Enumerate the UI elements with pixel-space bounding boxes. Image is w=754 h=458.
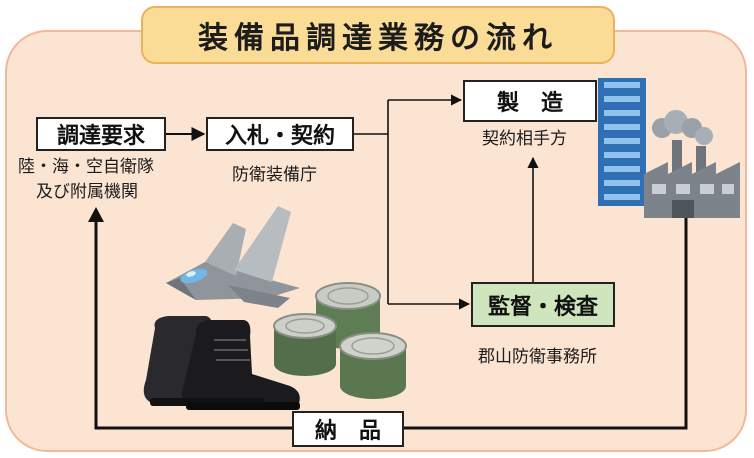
office-building-icon: [598, 78, 646, 206]
inspection-label: 監督・検査: [487, 294, 598, 320]
delivery-box: 納 品: [292, 411, 404, 447]
inspection-caption: 郡山防衛事務所: [478, 347, 597, 367]
ration-cans-icon: [273, 282, 407, 399]
delivery-label: 納 品: [314, 419, 381, 444]
inspection-box: 監督・検査: [471, 282, 615, 327]
bid-caption: 防衛装備庁: [232, 165, 317, 185]
bid-box: 入札・契約: [206, 117, 354, 151]
request-caption-line2: 及び附属機関: [36, 182, 138, 202]
manufacture-box: 製 造: [463, 80, 597, 122]
bid-label: 入札・契約: [224, 124, 335, 149]
factory-icon: [644, 110, 740, 218]
request-label: 調達要求: [56, 124, 145, 149]
arrow-delivery-head: [88, 207, 104, 222]
request-caption-line1: 陸・海・空自衛隊: [18, 157, 154, 177]
request-box: 調達要求: [36, 117, 166, 151]
manufacture-caption: 契約相手方: [482, 129, 567, 149]
fighter-jet-icon: [166, 206, 300, 308]
manufacture-label: 製 造: [496, 91, 563, 116]
combat-boots-icon: [143, 316, 300, 410]
diagram-title: 装備品調達業務の流れ: [141, 6, 615, 64]
